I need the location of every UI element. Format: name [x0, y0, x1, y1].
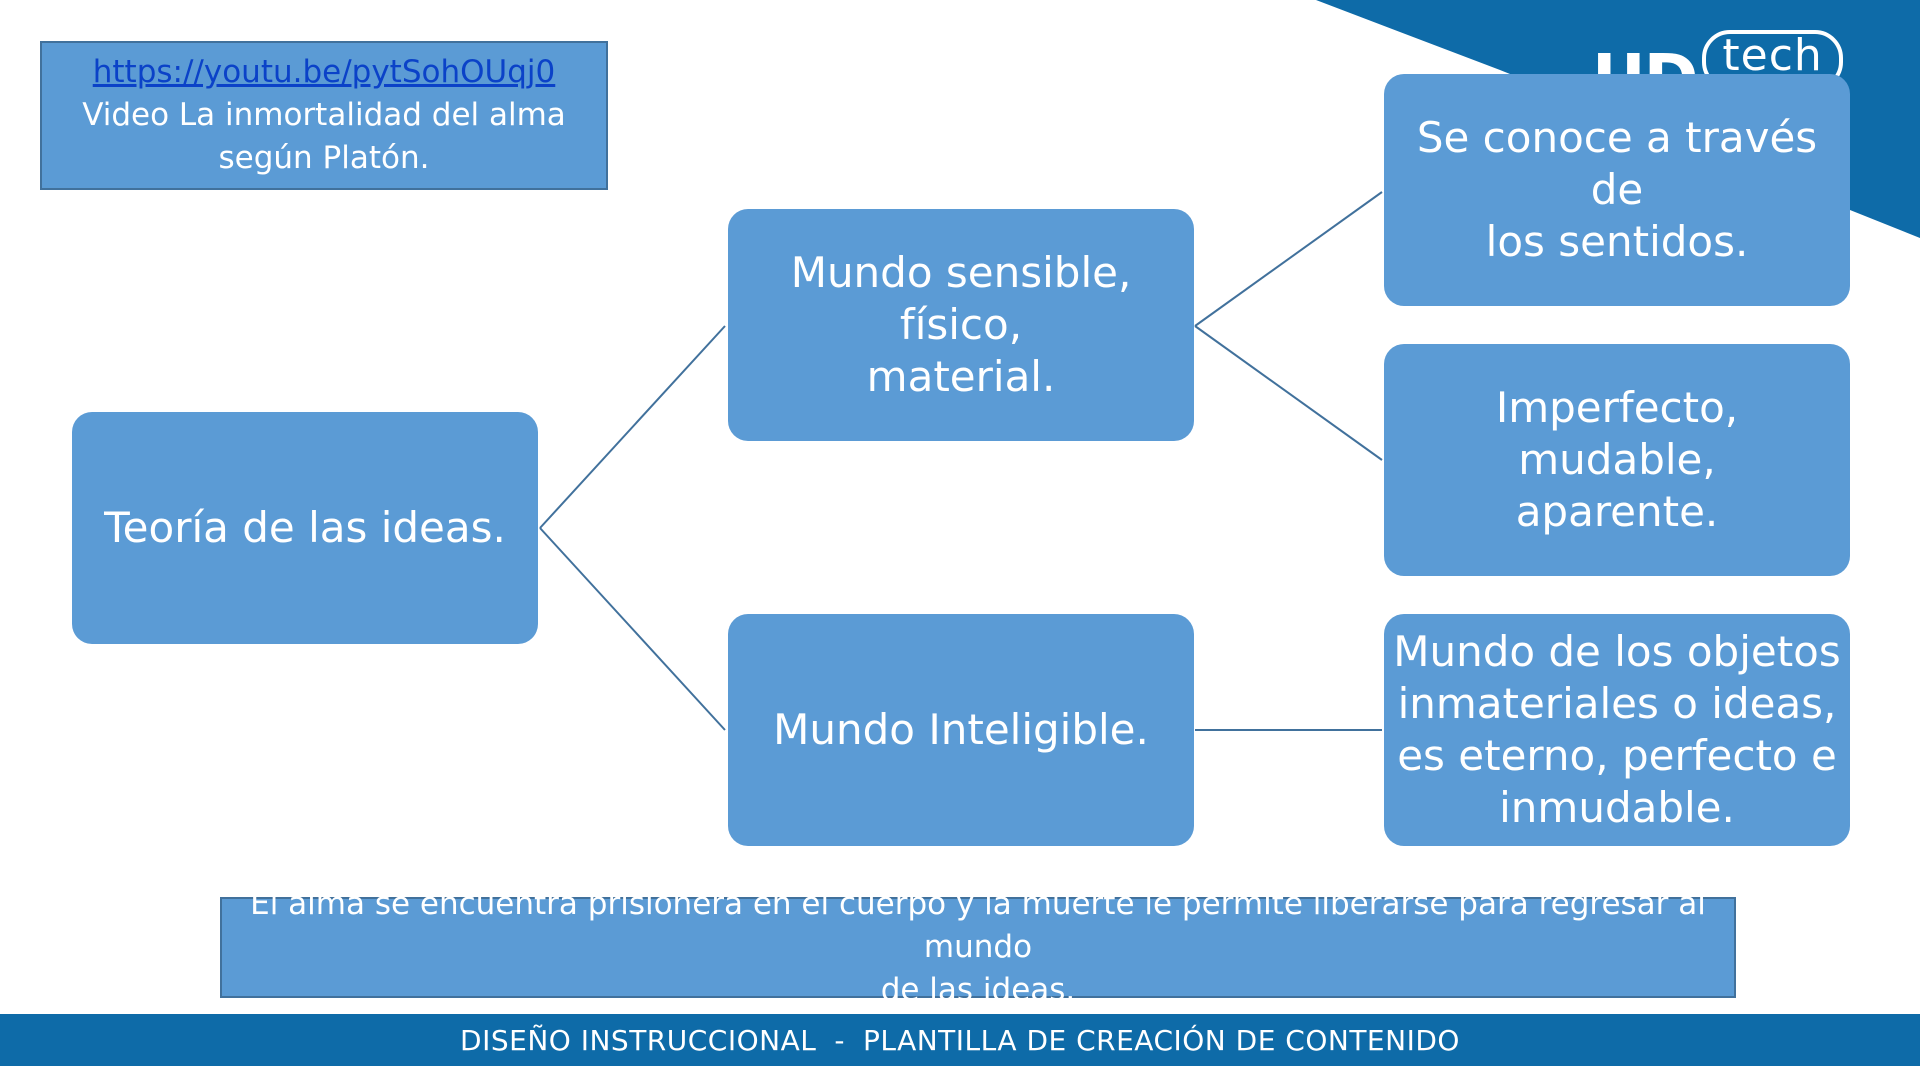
imperfect-line1: Imperfecto, mudable,: [1495, 383, 1739, 484]
video-caption-line2: según Platón.: [218, 140, 430, 176]
summary-line1: El alma se encuentra prisionera en el cu…: [250, 886, 1706, 965]
imperfect-node: Imperfecto, mudable, aparente.: [1384, 344, 1850, 576]
sensible-world-node: Mundo sensible, físico, material.: [728, 209, 1194, 441]
ideas-objects-line2: inmateriales o ideas,: [1397, 679, 1837, 728]
video-link[interactable]: https://youtu.be/pytSohOUqj0: [92, 54, 556, 90]
ideas-objects-line4: inmudable.: [1499, 783, 1735, 832]
intelligible-world-node: Mundo Inteligible.: [728, 614, 1194, 846]
imperfect-line2: aparente.: [1515, 487, 1719, 536]
summary-box: El alma se encuentra prisionera en el cu…: [220, 886, 1736, 1008]
root-node-label: Teoría de las ideas.: [104, 503, 506, 552]
summary-line2: de las ideas.: [880, 972, 1076, 1008]
ideas-objects-node: Mundo de los objetos inmateriales o idea…: [1384, 614, 1850, 846]
video-link-box: https://youtu.be/pytSohOUqj0 Video La in…: [40, 41, 608, 190]
root-node: Teoría de las ideas.: [72, 412, 538, 644]
footer-bar: DISEÑO INSTRUCCIONAL - PLANTILLA DE CREA…: [0, 1014, 1920, 1066]
sensible-world-line2: material.: [866, 352, 1056, 401]
senses-line1: Se conoce a través de: [1416, 113, 1818, 214]
senses-node: Se conoce a través de los sentidos.: [1384, 74, 1850, 306]
sensible-world-line1: Mundo sensible, físico,: [790, 248, 1132, 349]
footer-left: DISEÑO INSTRUCCIONAL: [460, 1023, 817, 1057]
video-caption-line1: Video La inmortalidad del alma: [82, 97, 566, 133]
footer-separator: -: [834, 1023, 845, 1057]
ideas-objects-line1: Mundo de los objetos: [1393, 627, 1841, 676]
intelligible-world-label: Mundo Inteligible.: [773, 705, 1149, 754]
footer-right: PLANTILLA DE CREACIÓN DE CONTENIDO: [862, 1023, 1460, 1057]
senses-line2: los sentidos.: [1485, 217, 1749, 266]
ideas-objects-line3: es eterno, perfecto e: [1397, 731, 1837, 780]
